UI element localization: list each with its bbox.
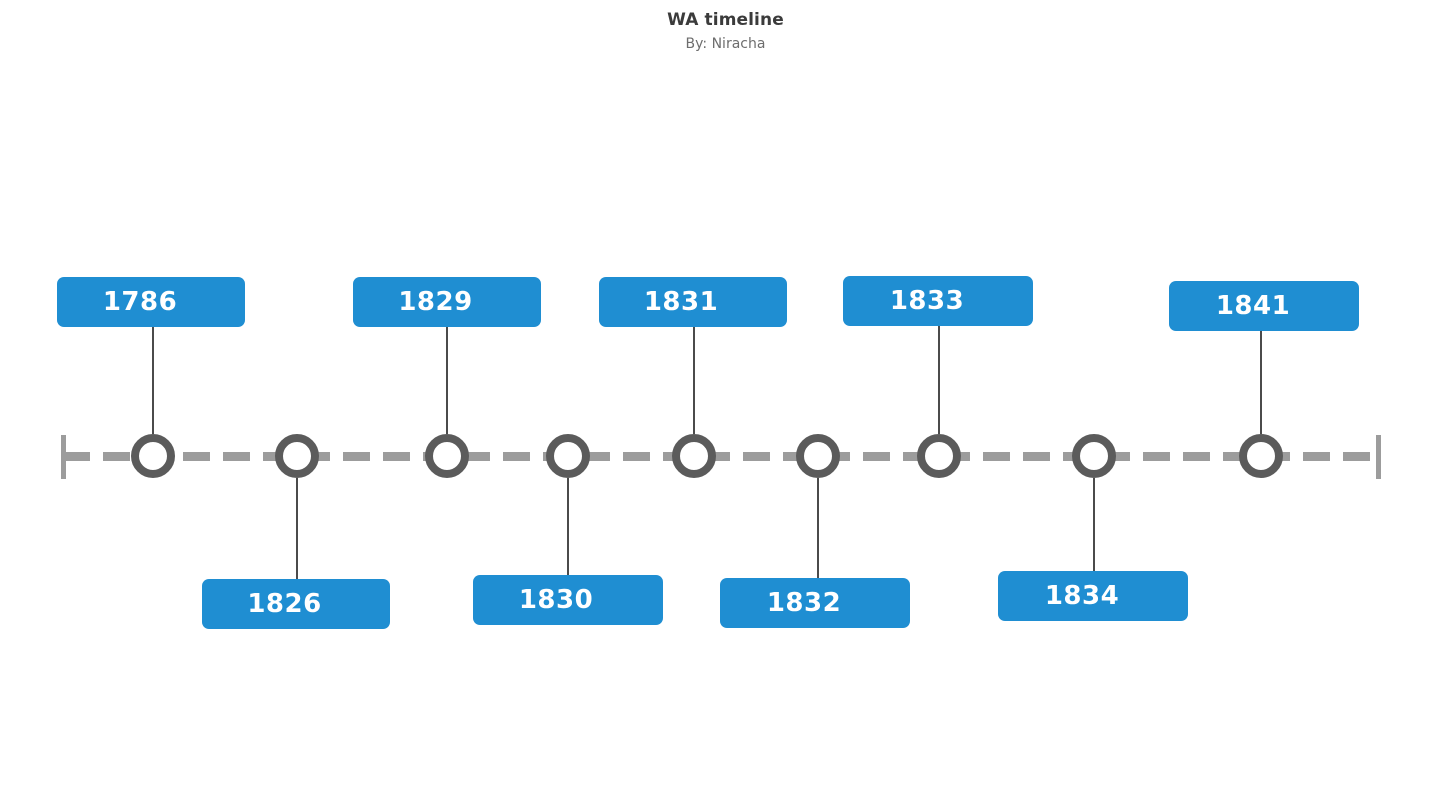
timeline-connector-1786 [152,327,154,434]
timeline-node-1826[interactable] [275,434,319,478]
timeline-connector-1826 [296,478,298,579]
timeline-connector-1834 [1093,478,1095,571]
timeline-label-1829[interactable]: 1829 [353,277,541,327]
timeline-connector-1831 [693,327,695,434]
timeline-axis-line [63,452,1379,461]
timeline-node-1830[interactable] [546,434,590,478]
timeline-connector-1841 [1260,331,1262,434]
timeline-label-1831[interactable]: 1831 [599,277,787,327]
timeline-label-1830[interactable]: 1830 [473,575,663,625]
timeline-connector-1833 [938,326,940,434]
timeline-connector-1829 [446,327,448,434]
timeline-label-1786[interactable]: 1786 [57,277,245,327]
timeline-label-1826[interactable]: 1826 [202,579,390,629]
timeline-label-1833[interactable]: 1833 [843,276,1033,326]
timeline-node-1834[interactable] [1072,434,1116,478]
timeline-label-1841[interactable]: 1841 [1169,281,1359,331]
timeline-connector-1832 [817,478,819,578]
timeline-label-1832[interactable]: 1832 [720,578,910,628]
page-title: WA timeline [667,10,784,30]
timeline-node-1786[interactable] [131,434,175,478]
chart-header: WA timeline By: Niracha [0,0,1451,54]
timeline-node-1832[interactable] [796,434,840,478]
timeline-connector-1830 [567,478,569,575]
timeline-end-cap [1376,435,1381,479]
chart-subtitle-author: By: Niracha [685,36,766,52]
timeline-node-1833[interactable] [917,434,961,478]
timeline-node-1831[interactable] [672,434,716,478]
timeline-node-1829[interactable] [425,434,469,478]
timeline-node-1841[interactable] [1239,434,1283,478]
timeline-label-1834[interactable]: 1834 [998,571,1188,621]
